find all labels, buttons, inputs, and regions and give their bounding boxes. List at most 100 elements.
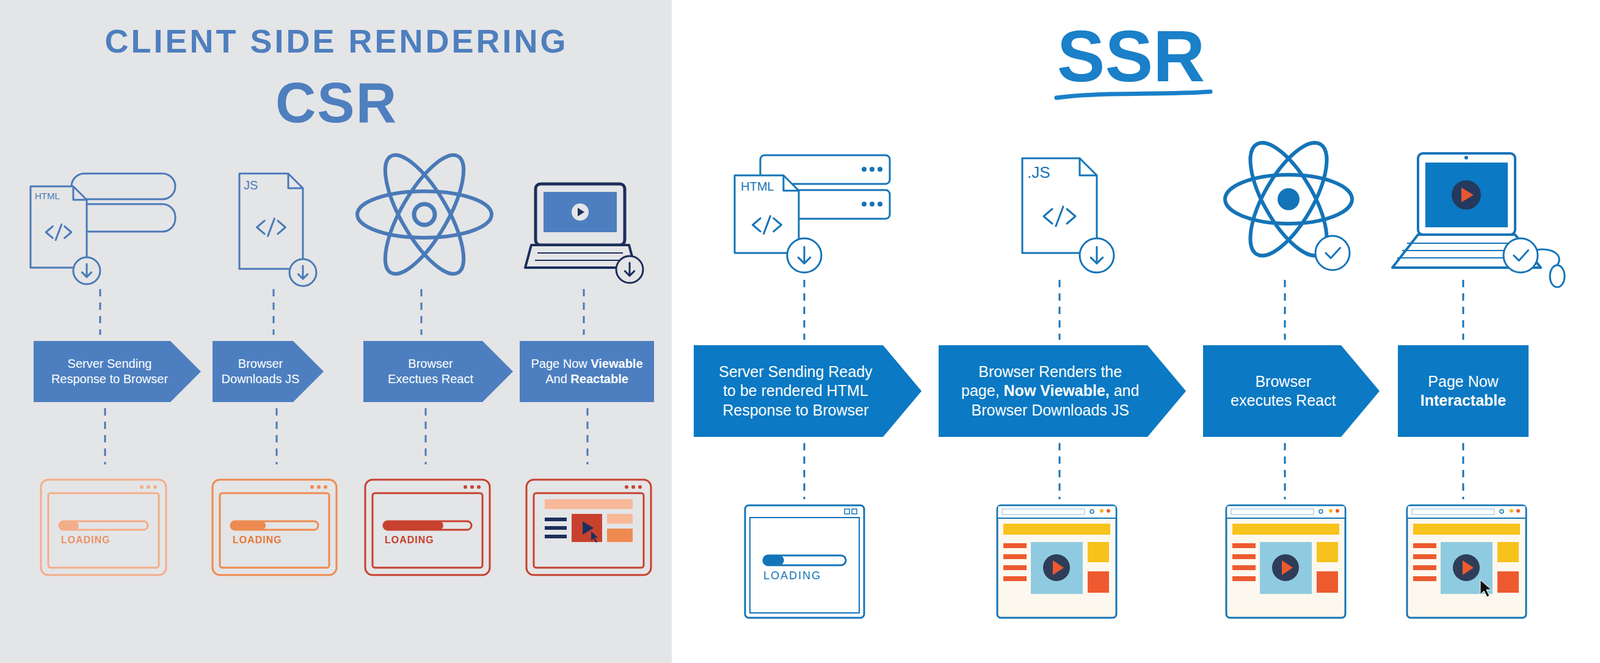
step-word: Browser bbox=[407, 356, 453, 371]
arrow-shape bbox=[212, 340, 324, 402]
browser-window bbox=[544, 534, 567, 539]
step-word: page, bbox=[961, 381, 1004, 399]
download-badge bbox=[1079, 238, 1114, 273]
browser-window bbox=[372, 492, 483, 568]
check-badge bbox=[1325, 247, 1341, 259]
js-file-icon bbox=[288, 173, 303, 189]
browser-window bbox=[48, 492, 159, 568]
panel-title: CSR bbox=[275, 74, 398, 131]
step-word: Now bbox=[1003, 381, 1041, 399]
browser-window bbox=[323, 484, 328, 489]
laptop-icon bbox=[1392, 153, 1565, 288]
arrow-shape bbox=[1203, 345, 1380, 437]
js-file-icon bbox=[239, 173, 303, 269]
step-text: Server Sending Response to Browser bbox=[50, 356, 169, 387]
browser-window bbox=[526, 479, 651, 575]
browser-window bbox=[1003, 564, 1027, 570]
download-badge bbox=[787, 238, 822, 273]
html-server-icon bbox=[869, 201, 875, 207]
step-word: Now bbox=[1468, 372, 1499, 390]
step-text: Browser executes React bbox=[1229, 371, 1337, 411]
browser-window bbox=[476, 484, 481, 489]
js-file-icon bbox=[1043, 206, 1076, 226]
browser-window bbox=[1335, 508, 1340, 513]
step-label: Browser Downloads JS bbox=[221, 356, 300, 387]
loading-text: LOADING bbox=[61, 534, 111, 545]
laptop-icon bbox=[525, 183, 636, 268]
arrow-shape bbox=[693, 345, 922, 437]
browser-window bbox=[1003, 542, 1027, 548]
html-server-icon bbox=[752, 216, 782, 234]
title-underline bbox=[1056, 91, 1211, 98]
step-word: Page bbox=[530, 356, 563, 371]
browser-window bbox=[212, 479, 337, 575]
browser-window bbox=[1002, 508, 1085, 515]
js-file-icon bbox=[239, 173, 303, 269]
arrow-shape bbox=[363, 340, 513, 402]
browser-window bbox=[1232, 553, 1256, 559]
browser-window bbox=[544, 525, 567, 530]
step-arrow: Browser Exectues React bbox=[363, 340, 513, 402]
browser-window bbox=[383, 520, 444, 530]
step-word: Server bbox=[718, 362, 769, 380]
step-word: And bbox=[545, 371, 571, 386]
dashed-leader bbox=[425, 407, 427, 465]
laptop-icon bbox=[535, 183, 625, 245]
file-type: .JS bbox=[1027, 164, 1051, 181]
browser-window bbox=[1413, 523, 1520, 535]
dashed-leader bbox=[1058, 442, 1061, 499]
download-badge bbox=[624, 262, 634, 276]
browser-window bbox=[1232, 564, 1256, 570]
browser-window bbox=[1497, 541, 1519, 562]
browser-window bbox=[153, 484, 157, 489]
step-arrow: Browser Renders the page, Now Viewable, … bbox=[938, 345, 1186, 437]
box-shape bbox=[1397, 345, 1529, 437]
browser-window bbox=[1043, 553, 1070, 581]
browser-window bbox=[470, 484, 474, 489]
step-word: to bbox=[109, 371, 124, 386]
step-word: Browser bbox=[1254, 372, 1312, 390]
browser-window bbox=[1328, 508, 1333, 513]
html-server-icon bbox=[869, 166, 875, 172]
step-text: Page Now Interactable bbox=[1419, 371, 1507, 411]
dashed-leader bbox=[1462, 279, 1465, 340]
check-badge bbox=[1315, 235, 1350, 270]
browser-window bbox=[998, 506, 1116, 518]
dashed-leader bbox=[1462, 442, 1465, 499]
step-word: React bbox=[1295, 391, 1336, 409]
step-word: Response bbox=[51, 371, 110, 386]
browser-window bbox=[40, 479, 167, 575]
react-atom bbox=[357, 191, 492, 238]
dashed-leader bbox=[104, 407, 107, 465]
browser-window bbox=[1407, 505, 1527, 618]
browser-window bbox=[1259, 541, 1312, 594]
step-word: to bbox=[795, 401, 813, 419]
step-word: JS bbox=[1111, 401, 1130, 419]
laptop-icon bbox=[1418, 153, 1516, 235]
browser-window bbox=[607, 528, 633, 542]
step-word: Renders bbox=[1038, 362, 1101, 380]
browser-window bbox=[844, 508, 850, 514]
step-arrow: Browser executes React bbox=[1203, 345, 1380, 437]
step-word: the bbox=[1100, 362, 1122, 380]
browser-window bbox=[1087, 541, 1110, 562]
browser-window bbox=[624, 484, 629, 489]
browser-window bbox=[1281, 560, 1293, 575]
browser-window bbox=[383, 520, 472, 530]
arrow-shape bbox=[33, 340, 201, 402]
step-text: Server Sending Ready to be rendered HTML… bbox=[718, 362, 873, 420]
box-shape bbox=[1397, 345, 1529, 437]
step-word: Viewable bbox=[590, 356, 643, 371]
browser-window bbox=[533, 492, 644, 568]
browser-window bbox=[1272, 553, 1299, 581]
html-server-icon bbox=[783, 175, 799, 191]
step-word: Downloads bbox=[1031, 401, 1112, 419]
step-label: Server Sending Ready to be rendered HTML… bbox=[718, 362, 873, 420]
download-badge bbox=[787, 238, 822, 273]
step-word: Browser bbox=[812, 401, 870, 419]
step-label: Browser executes React bbox=[1229, 371, 1337, 411]
dashed-leader bbox=[803, 442, 806, 499]
download-badge bbox=[289, 258, 317, 286]
arrow-shape bbox=[938, 345, 1186, 437]
